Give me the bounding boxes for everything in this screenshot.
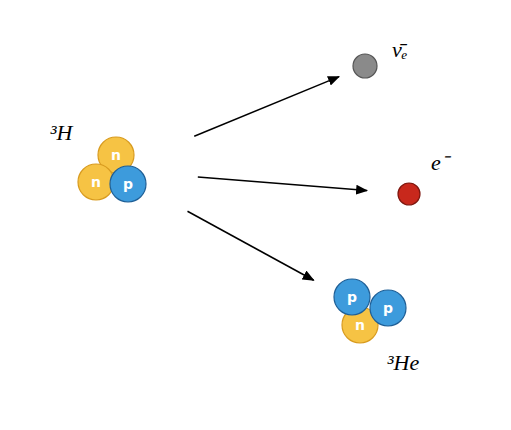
circle-outline [353,54,377,78]
nucleus-group: ³Hnnp [76,135,148,205]
circle-outline [370,290,406,326]
particle-label: ³H [50,122,72,144]
decay-arrow [198,177,367,191]
circle-outline [334,279,370,315]
decay-arrow [187,211,313,280]
particle-circle: e⁻ [397,182,421,206]
nucleus-group: ³Heppn [333,278,407,344]
nucleon-circle: p [369,289,407,327]
nucleon-circle: p [109,165,147,203]
circle-outline [398,183,420,205]
particle-shape [352,53,378,79]
particle-shape [397,182,421,206]
nucleon-letter: p [333,278,371,316]
circle-outline [78,164,114,200]
circle-outline [342,307,378,343]
nucleon-circle: n [77,163,115,201]
particle-label: ν̄ₑ [392,39,408,61]
nucleon-letter: n [77,163,115,201]
particle-circle: ν̄ₑ [352,53,378,79]
nucleon-letter: p [109,165,147,203]
particle-label: e⁻ [431,152,448,174]
nucleon-circle: p [333,278,371,316]
nucleon-letter: p [369,289,407,327]
circle-outline [110,166,146,202]
particle-label: ³He [387,352,419,374]
decay-arrow [194,77,339,137]
